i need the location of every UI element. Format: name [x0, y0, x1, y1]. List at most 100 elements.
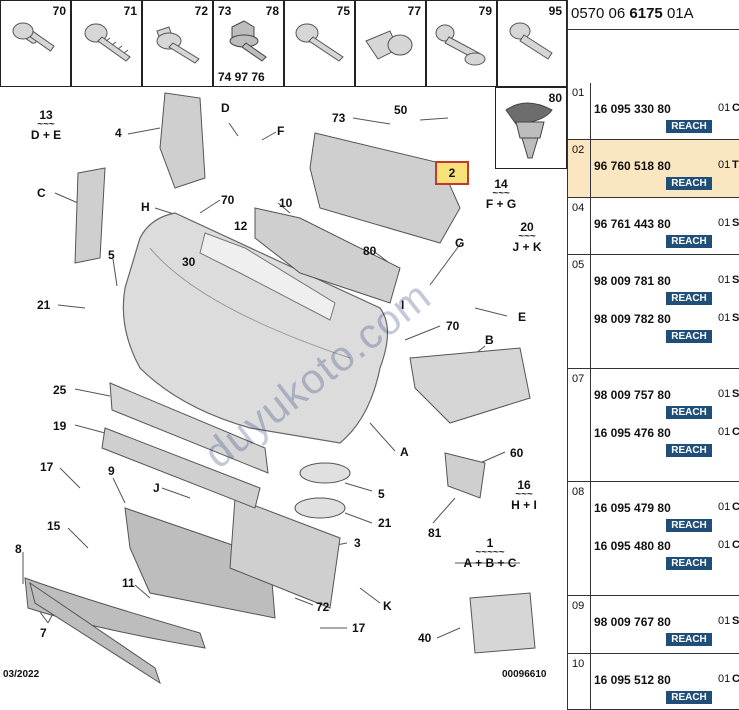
- callout-70[interactable]: 70: [221, 193, 235, 207]
- callout-60[interactable]: 60: [510, 446, 524, 460]
- callout-17[interactable]: 17: [40, 460, 54, 474]
- part-code-letter: S: [732, 217, 739, 229]
- part-number[interactable]: 16 095 480 80: [594, 539, 671, 553]
- callout-73[interactable]: 73: [332, 111, 346, 125]
- callout-8[interactable]: 8: [15, 542, 22, 556]
- reach-badge: REACH: [666, 235, 712, 248]
- reach-badge: REACH: [666, 519, 712, 532]
- callout-5b[interactable]: 5: [378, 487, 385, 501]
- callout-25[interactable]: 25: [53, 383, 67, 397]
- part-number[interactable]: 16 095 512 80: [594, 673, 671, 687]
- callout-7[interactable]: 7: [40, 626, 47, 640]
- fastener-cell-73-78[interactable]: 73 78 74 97 76: [213, 0, 284, 87]
- callout-I[interactable]: I: [401, 298, 405, 312]
- part-number[interactable]: 16 095 476 80: [594, 426, 671, 440]
- group-number: 1: [486, 536, 494, 550]
- fastener-variants: 74 97 76: [218, 70, 265, 84]
- fastener-cell-77[interactable]: 77: [355, 0, 426, 87]
- row-index: 02: [572, 144, 585, 156]
- callout-4[interactable]: 4: [115, 126, 122, 140]
- callout-B[interactable]: B: [485, 333, 494, 347]
- part-number[interactable]: 16 095 330 80: [594, 102, 671, 116]
- part-number[interactable]: 98 009 757 80: [594, 388, 671, 402]
- part-number[interactable]: 96 761 443 80: [594, 217, 671, 231]
- fastener-cell-71[interactable]: 71: [71, 0, 142, 87]
- fastener-number: 71: [123, 4, 137, 18]
- fastener-cell-70[interactable]: 70: [0, 0, 71, 87]
- callout-E[interactable]: E: [518, 310, 527, 324]
- quantity: 01: [718, 539, 731, 551]
- callout-H[interactable]: H: [141, 200, 150, 214]
- callout-2-highlighted[interactable]: 2: [435, 161, 469, 185]
- callout-D[interactable]: D: [221, 101, 230, 115]
- callout-17b[interactable]: 17: [352, 621, 366, 635]
- exploded-parts-diagram: 70 71 72 73 78 74 97 76 75 77 79: [0, 0, 567, 685]
- callout-70b[interactable]: 70: [446, 319, 460, 333]
- fastener-number: 72: [194, 4, 208, 18]
- fastener-cell-95[interactable]: 95: [497, 0, 567, 87]
- quantity: 01: [718, 102, 731, 114]
- callout-50[interactable]: 50: [394, 103, 408, 117]
- part-number[interactable]: 16 095 479 80: [594, 501, 671, 515]
- callout-F[interactable]: F: [277, 124, 285, 138]
- callout-C[interactable]: C: [37, 186, 46, 200]
- fastener-cell-79[interactable]: 79: [426, 0, 497, 87]
- group-members: F + G: [485, 197, 517, 211]
- group-16: 16~~~H + I: [511, 478, 537, 512]
- clip-icon: [505, 102, 553, 159]
- callout-19[interactable]: 19: [53, 419, 67, 433]
- callout-3[interactable]: 3: [354, 536, 361, 550]
- reach-badge: REACH: [666, 691, 712, 704]
- callout-30[interactable]: 30: [182, 255, 196, 269]
- callout-21[interactable]: 21: [37, 298, 51, 312]
- callout-81[interactable]: 81: [428, 526, 442, 540]
- callout-11[interactable]: 11: [122, 576, 135, 590]
- callout-12[interactable]: 12: [234, 219, 248, 233]
- group-13: 13~~~D + E: [30, 108, 62, 142]
- bolt-icon: [229, 20, 267, 62]
- quantity: 01: [718, 426, 731, 438]
- fastener-cell-75[interactable]: 75: [284, 0, 355, 87]
- row-index: 01: [572, 87, 585, 99]
- callout-5[interactable]: 5: [108, 248, 115, 262]
- part-number[interactable]: 96 760 518 80: [594, 159, 671, 173]
- row-divider: [590, 369, 591, 482]
- callout-10[interactable]: 10: [279, 196, 293, 210]
- part-number[interactable]: 98 009 782 80: [594, 312, 671, 326]
- row-index: 05: [572, 259, 585, 271]
- fastener-cell-80[interactable]: 80: [495, 87, 567, 169]
- reach-badge: REACH: [666, 633, 712, 646]
- callout-K[interactable]: K: [383, 599, 392, 613]
- part-code-letter: C: [732, 501, 739, 513]
- group-number: 20: [520, 220, 534, 234]
- reach-badge: REACH: [666, 557, 712, 570]
- fastener-number: 78: [265, 4, 279, 18]
- part-number[interactable]: 98 009 767 80: [594, 615, 671, 629]
- fastener-cell-72[interactable]: 72: [142, 0, 213, 87]
- diagram-reference: 00096610: [502, 669, 547, 680]
- callout-J[interactable]: J: [153, 481, 160, 495]
- callout-40[interactable]: 40: [418, 631, 432, 645]
- callout-72[interactable]: 72: [316, 600, 330, 614]
- callout-9[interactable]: 9: [108, 464, 115, 478]
- group-members: D + E: [30, 128, 62, 142]
- group-number: 16: [517, 478, 531, 492]
- group-members: A + B + C: [463, 556, 517, 570]
- part-number[interactable]: 98 009 781 80: [594, 274, 671, 288]
- callout-21b[interactable]: 21: [378, 516, 392, 530]
- callout-80[interactable]: 80: [363, 244, 377, 258]
- fastener-number: 80: [548, 91, 562, 105]
- fastener-number: 70: [52, 4, 66, 18]
- callout-15[interactable]: 15: [47, 519, 61, 533]
- part-code-letter: S: [732, 312, 739, 324]
- callout-G[interactable]: G: [455, 236, 465, 250]
- callout-A[interactable]: A: [400, 445, 409, 459]
